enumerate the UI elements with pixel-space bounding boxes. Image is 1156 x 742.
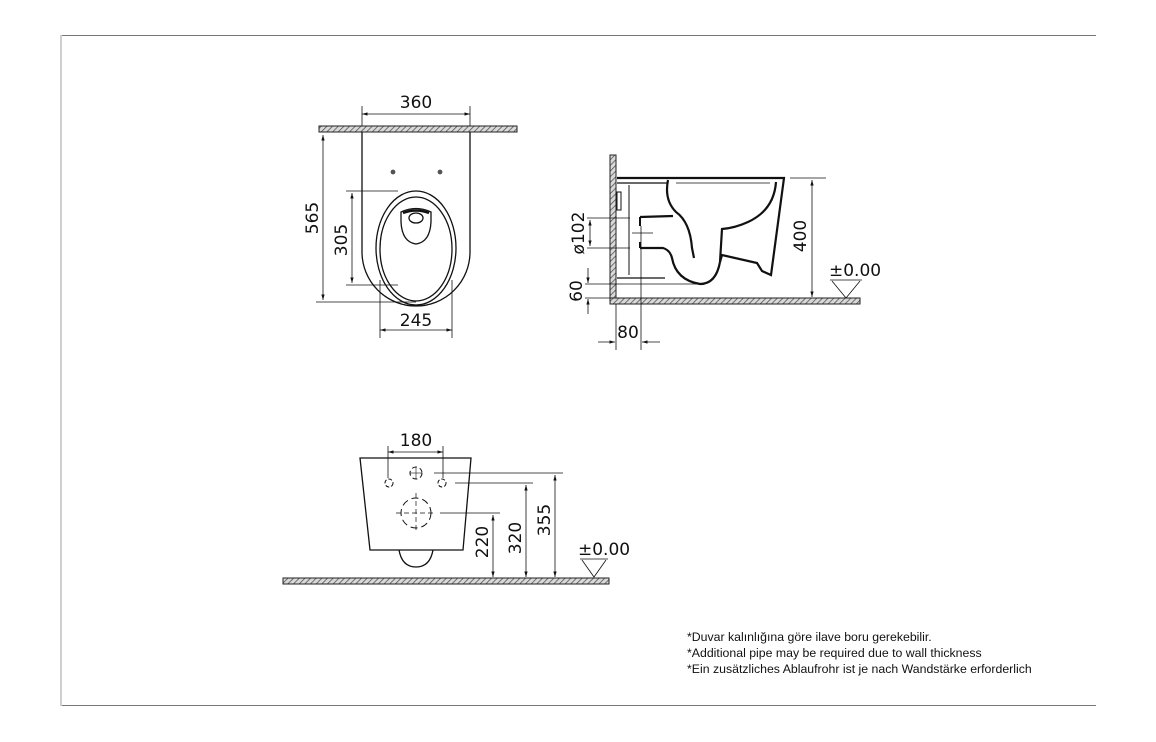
frame-left-border [60,35,62,706]
top-view [316,106,518,338]
notes-block: *Duvar kalınlığına göre ilave boru gerek… [687,629,1032,677]
dim-height-label: 400 [791,220,811,252]
dim-outlet-center-label: 220 [473,526,493,558]
seat-outer [375,190,457,306]
dim-outlet-diameter-label: ø102 [569,212,589,255]
dim-top-height-label: 355 [535,504,555,536]
floor-hatch [609,297,861,305]
fixing-holes [384,466,447,488]
frame-top-border [61,35,1096,36]
dim-fixing-height-label: 320 [506,522,526,554]
note-english: *Additional pipe may be required due to … [687,646,982,660]
rim-outlet [400,207,432,245]
wall-hatch [609,154,617,305]
dim-fixing-spacing-label: 180 [400,431,432,451]
dim-depth-label: 565 [303,202,323,234]
wall-hatch [318,125,518,133]
front-view [282,446,610,585]
side-view [585,154,862,350]
bowl-outline [361,132,471,307]
frame-bottom-border [61,705,1096,706]
floor-hatch [282,577,610,585]
fixing-hole-icon [437,169,443,175]
dim-width-label: 360 [400,93,432,113]
outlet-circle [396,493,436,533]
mount-bracket [616,191,622,211]
level-label: ±0.00 [578,540,630,560]
dim-opening-width-label: 245 [400,311,432,331]
pan-foot [398,549,434,568]
fixing-hole-icon [390,169,396,175]
level-label: ±0.00 [829,261,881,281]
dim-opening-length-label: 305 [332,224,352,256]
seat-inner [379,196,453,302]
note-german: *Ein zusätzliches Ablaufrohr ist je nach… [687,662,1032,676]
pan-outline [359,457,472,551]
dim-outlet-height-label: 60 [567,280,587,302]
note-turkish: *Duvar kalınlığına göre ilave boru gerek… [687,630,932,644]
dim-wall-distance-label: 80 [617,323,639,343]
